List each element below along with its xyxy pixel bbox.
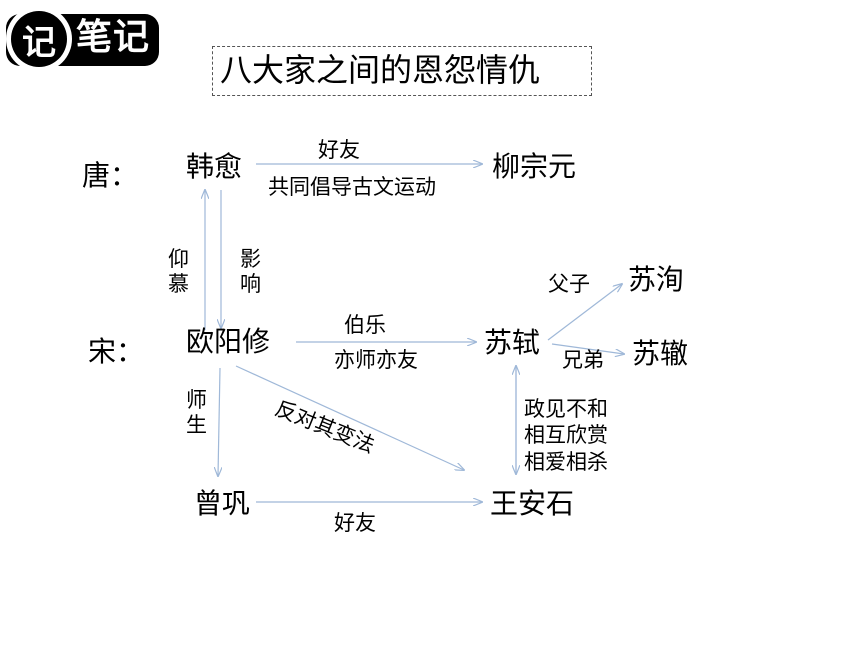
label-influence: 影响: [240, 247, 261, 297]
node-ouyang-xiu: 欧阳修: [186, 325, 271, 358]
label-su-wang-line-2: 相互欣赏: [524, 423, 608, 448]
label-su-wang-line-3: 相爱相杀: [524, 449, 608, 474]
label-han-liu-friends: 好友: [318, 138, 360, 162]
arrow-ouyang-to-wang: [235, 365, 464, 470]
node-wang-anshi: 王安石: [490, 487, 575, 520]
label-su-wang-line-1: 政见不和: [524, 397, 608, 421]
label-teacher-student: 师生: [186, 388, 207, 438]
era-tang: 唐：: [82, 159, 139, 192]
node-liu-zongyuan: 柳宗元: [492, 150, 577, 183]
label-ouyang-su-teacher-friend: 亦师亦友: [334, 348, 418, 372]
notes-badge-label: 笔记: [76, 17, 151, 58]
label-su-wang-relation: 政见不和 相互欣赏 相爱相杀: [524, 396, 608, 475]
title-frame: [212, 46, 592, 96]
label-brothers: 兄弟: [562, 348, 604, 372]
page-title: 八大家之间的恩怨情仇: [220, 51, 541, 89]
notes-icon: 记: [11, 11, 67, 67]
node-zeng-gong: 曾巩: [194, 487, 251, 520]
era-song: 宋：: [88, 335, 145, 368]
node-han-yu: 韩愈: [186, 150, 243, 183]
label-ouyang-su-mentor: 伯乐: [344, 313, 386, 337]
arrow-ouyang-to-zeng: [218, 367, 220, 476]
arrow-su-shi-to-su-zhe: [551, 343, 624, 354]
label-admire: 仰慕: [168, 247, 189, 297]
arrow-su-shi-to-su-xun: [547, 284, 622, 341]
node-su-shi: 苏轼: [484, 326, 541, 359]
label-han-liu-movement: 共同倡导古文运动: [268, 175, 436, 199]
node-su-xun: 苏洵: [628, 263, 685, 296]
label-father-son: 父子: [548, 272, 590, 296]
node-su-zhe: 苏辙: [632, 337, 689, 370]
label-zeng-wang-friends: 好友: [334, 511, 376, 535]
